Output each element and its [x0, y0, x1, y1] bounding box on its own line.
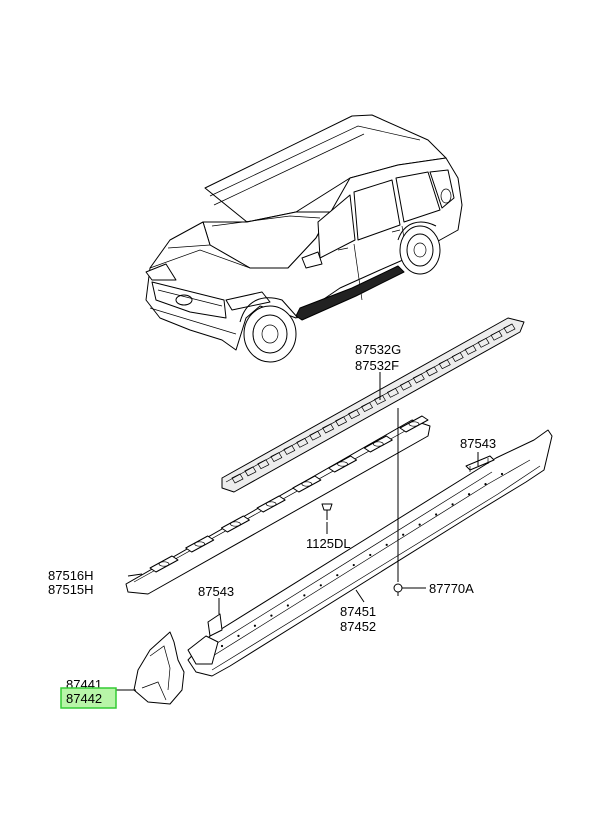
rail-mount-hole [230, 521, 241, 527]
step-pad-slot [296, 437, 309, 448]
sill-hole [220, 644, 224, 648]
sill-hole [336, 574, 339, 577]
sill-hole [500, 472, 504, 476]
sill-hole [385, 543, 388, 546]
rail-mount-block [399, 415, 429, 433]
sill-hole [435, 513, 438, 516]
vehicle-illustration [145, 114, 463, 363]
step-pad-slot [335, 416, 348, 427]
rail-mount-hole [158, 561, 170, 567]
rail-mount-hole [372, 441, 384, 447]
screw-1125dl [321, 503, 333, 520]
step-pad-slot [490, 330, 503, 341]
sill-hole [451, 503, 454, 506]
sill-hole [270, 614, 273, 617]
label-87451: 87451 [340, 604, 376, 619]
step-pad-slot [451, 352, 464, 363]
sill-moulding-holes [220, 472, 504, 648]
step-pad-slot [386, 387, 399, 398]
step-pad-87532 [221, 317, 525, 493]
label-87442-highlighted[interactable]: 87442 [66, 691, 102, 706]
highlight-box [60, 687, 117, 709]
sill-hole [369, 553, 372, 557]
rail-mount-hole [265, 501, 277, 507]
rail-mount-block [363, 435, 393, 453]
label-87452: 87452 [340, 619, 376, 634]
bracket-rail-87516 [125, 415, 431, 595]
rail-mount-block [185, 535, 215, 553]
label-87543-mid: 87543 [198, 584, 234, 599]
mud-guard-87441 [133, 631, 185, 705]
step-pad-slot [399, 380, 412, 391]
step-pad-slot [412, 373, 425, 384]
step-pad-slot [283, 444, 296, 455]
step-pad-slot [464, 344, 477, 355]
step-pad-slot [231, 473, 244, 484]
rail-mount-hole [337, 461, 348, 467]
fastener-87770a [393, 583, 403, 596]
rail-mount-hole [408, 421, 420, 427]
rail-mount-block [256, 495, 286, 513]
step-pad-slot [244, 466, 257, 477]
leader-lines [116, 372, 479, 691]
step-pad-slot [438, 359, 451, 370]
step-pad-slots [231, 323, 516, 484]
label-87516h: 87516H [48, 568, 94, 583]
rail-mount-hole [194, 541, 206, 547]
step-pad-slot [322, 423, 335, 434]
sill-hole [402, 533, 405, 536]
label-87543-top: 87543 [460, 436, 496, 451]
step-pad-slot [348, 409, 361, 420]
sill-hole [253, 624, 257, 627]
sill-hole [303, 594, 306, 597]
rail-mount-block [292, 475, 322, 493]
part-labels: 87532G 87532F 87543 1125DL 87516H 87515H… [48, 342, 496, 709]
step-pad-slot [503, 323, 516, 334]
step-pad-slot [425, 366, 438, 377]
step-pad-slot [257, 459, 270, 470]
label-87532g: 87532G [355, 342, 401, 357]
rail-mount-block [149, 555, 179, 573]
step-pad-slot [309, 430, 322, 441]
clip-87543-top [465, 455, 495, 472]
sill-hole [237, 634, 240, 637]
bracket-rail-mounts [149, 415, 429, 573]
rail-mount-block [220, 515, 250, 533]
sill-hole [319, 584, 322, 587]
step-pad-slot [477, 337, 490, 348]
sill-hole [467, 493, 471, 496]
sill-hole [352, 563, 355, 567]
side-sill-moulding-87451 [187, 429, 553, 677]
label-87532f: 87532F [355, 358, 399, 373]
step-pad-slot [361, 402, 374, 413]
label-87515h: 87515H [48, 582, 94, 597]
clip-87543-mid [207, 613, 223, 637]
rail-mount-hole [301, 481, 313, 487]
step-pad-slot [270, 452, 283, 463]
label-1125dl: 1125DL [306, 536, 351, 551]
sill-hole [418, 523, 421, 526]
sill-hole [484, 483, 487, 486]
rail-mount-block [328, 455, 358, 473]
label-87770a: 87770A [429, 581, 474, 596]
sill-hole [286, 604, 289, 607]
